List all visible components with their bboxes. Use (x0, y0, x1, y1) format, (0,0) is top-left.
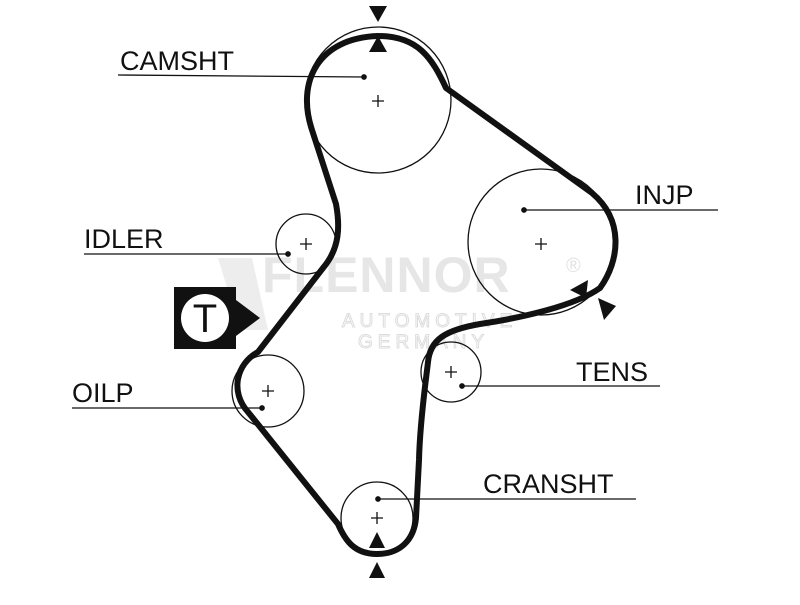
crankshaft-label: CRANSHT (483, 469, 614, 499)
watermark-registered: ® (566, 255, 581, 277)
pulley-centres (262, 95, 547, 524)
oil-pump-centre (262, 385, 274, 397)
idler-centre (300, 238, 312, 250)
injection-pump-label: INJP (635, 180, 694, 210)
crankshaft-mark-outer (369, 562, 385, 578)
timing-marks (369, 6, 616, 578)
camshaft-mark-inner (369, 36, 387, 52)
timing-belt (234, 33, 619, 557)
tensioner-symbol-letter: T (193, 297, 217, 341)
component-labels: CAMSHT INJP IDLER OILP TENS CRANSHT (72, 46, 694, 499)
idler-leader-dot (285, 251, 291, 257)
idler-label: IDLER (84, 224, 164, 254)
injection-pump-centre (535, 238, 547, 250)
watermark-line2: GERMANY (358, 332, 489, 353)
camshaft-mark-outer (369, 6, 387, 22)
tensioner-centre (445, 366, 457, 378)
camshaft-label: CAMSHT (120, 46, 234, 76)
tensioner-pulley (420, 341, 482, 403)
crankshaft-mark-inner (369, 532, 385, 548)
tensioner-symbol-circle (181, 294, 229, 342)
oil-pump-label: OILP (72, 378, 134, 408)
camshaft-centre (372, 95, 384, 107)
tensioner-symbol-arrow (236, 300, 260, 336)
leader-lines (72, 74, 718, 502)
camshaft-leader-dot (361, 74, 367, 80)
injection-pump-mark-inner (570, 280, 588, 298)
injection-pump-mark-outer (598, 298, 616, 320)
crankshaft-centre (371, 512, 383, 524)
tensioner-label: TENS (576, 357, 648, 387)
crankshaft-leader-dot (375, 496, 381, 502)
camshaft-leader (117, 74, 365, 78)
injection-pump-leader-dot (521, 207, 527, 213)
oil-pump-pulley (231, 354, 305, 428)
oil-pump-leader-dot (259, 405, 265, 411)
tensioner-leader-dot (459, 383, 465, 389)
tensioner-symbol: T (174, 287, 260, 349)
watermark-logo-mark (218, 258, 268, 330)
